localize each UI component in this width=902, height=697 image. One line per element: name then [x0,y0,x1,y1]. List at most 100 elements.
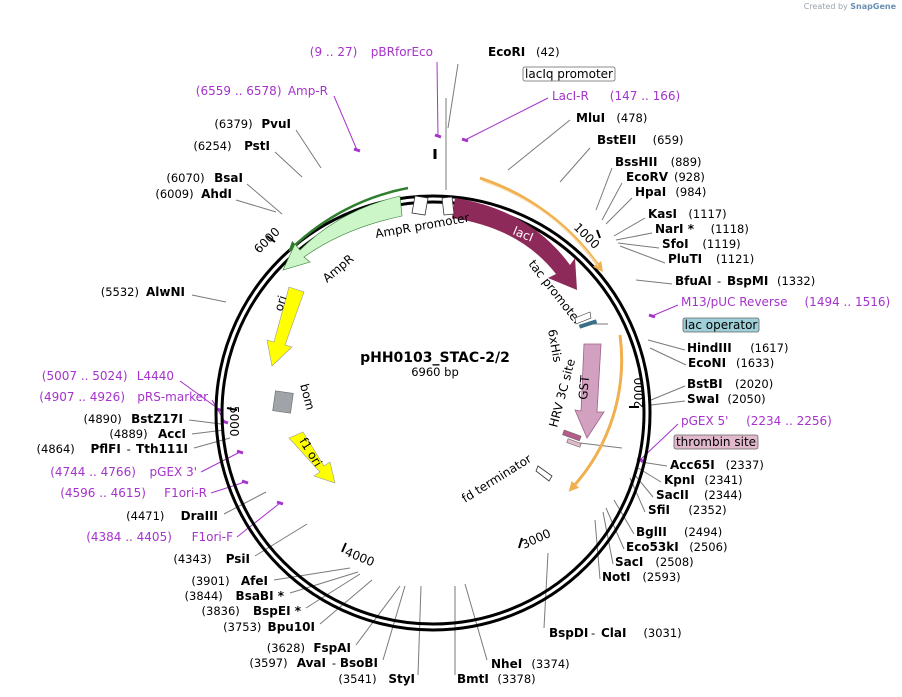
enzyme-site-label: BglII [636,525,667,539]
enzyme-site-label: EcoRV [626,170,669,184]
enzyme-site-position: (3378) [497,672,535,686]
primer-range: (4596 .. 4615) [60,486,146,500]
primer-range: (5007 .. 5024) [42,369,128,383]
enzyme-site-label: SacI [615,555,643,569]
enzyme-site-label: KpnI [664,473,695,487]
enzyme-site-position: (928) [674,170,705,184]
enzyme-site-position: (3597) [249,656,287,670]
enzyme-site-position: (2352) [688,503,726,517]
tick-label-6000: 6000 [251,225,282,256]
enzyme-site-label: AlwNI [146,285,185,299]
tick-label-3000: 3000 [519,526,553,552]
gst-label: GST [576,374,592,400]
feature-box-label: lac operator [685,318,758,332]
f1-ori-label: f1 ori [296,435,324,469]
enzyme-site-label: AvaI [297,656,326,670]
enzyme-site-label: Acc65I [670,458,715,472]
enzyme-site-label: NheI [491,657,522,671]
enzyme-site-position: (42) [536,45,560,59]
enzyme-site-position: (478) [616,111,647,125]
enzyme-site-position: (2494) [684,525,722,539]
plasmid-name: pHH0103_STAC-2/2 [360,350,510,366]
thrombin-feature [566,438,582,448]
enzyme-site-position: (4864) [37,442,75,456]
primer-label: pRS-marker [137,390,208,404]
tac-promoter-feature [574,311,592,325]
primer-label: L4440 [137,369,174,383]
enzyme-site-label: Bpu10I [268,620,315,634]
lacIq-promoter-feature [441,196,455,216]
feature-box [673,434,759,450]
primer-label: Amp-R [288,84,328,98]
enzyme-site-position: (6254) [193,139,231,153]
primer-label: pGEX 5' [681,414,728,428]
enzyme-site-position: (1633) [736,356,774,370]
enzyme-site-position: (2050) [727,392,765,406]
tick-label-5000: 5000 [227,406,241,437]
credit-prefix: Created by [803,2,848,11]
enzyme-site-position: (2020) [735,377,773,391]
primer-label: M13/pUC Reverse [681,295,788,309]
enzyme-site-label: SwaI [687,392,719,406]
backbone-outer-strand [214,194,652,632]
enzyme-site-position: (3628) [267,641,305,655]
tick-marks [226,229,639,553]
enzyme-site-position: (3844) [185,589,223,603]
enzyme-site-position: (4890) [84,412,122,426]
label-connectors [179,61,687,676]
hrv-3c-site-label: HRV 3C site [546,357,578,428]
enzyme-site-label: BstZ17I [131,412,183,426]
enzyme-site-label: HpaI [635,185,666,199]
enzyme-site-position: (3901) [191,574,229,588]
enzyme-site-label: AhdI [201,187,232,201]
enzyme-site-label: BmtI [457,672,489,686]
primer-range: (147 .. 166) [610,89,680,103]
enzyme-site-label-2: ClaI [601,626,626,640]
bom-label: bom [297,382,317,411]
primer-label: F1ori-R [164,486,207,500]
enzyme-site-label: FspAI [313,641,351,655]
enzyme-dash: - [127,442,131,456]
snapgene-brand: SnapGene [850,2,896,11]
enzyme-site-position: (889) [671,155,702,169]
enzyme-site-position: (2506) [689,540,727,554]
feature-box-label: lacIq promoter [525,67,613,81]
orf-gst-arc [568,334,624,492]
enzyme-site-position: (659) [653,133,684,147]
enzyme-site-position: (2337) [726,458,764,472]
orf-laci-arc-inner [481,180,599,267]
enzyme-site-label: AccI [158,427,186,441]
enzyme-site-label: HindIII [687,341,732,355]
enzyme-site-position: (2341) [704,473,742,487]
primer-range: (1494 .. 1516) [805,295,891,309]
primer-label: LacI-R [552,89,589,103]
enzyme-site-position: (3836) [202,604,240,618]
enzyme-site-position: (984) [675,185,706,199]
enzyme-site-position: (4889) [109,427,147,441]
orf-laci-arc [479,176,603,273]
bom-feature [272,390,294,414]
ampr-feature [282,195,403,271]
enzyme-site-label: BstBI [687,377,723,391]
enzyme-site-label: SacII [656,488,689,502]
enzyme-site-position: (5532) [101,285,139,299]
enzyme-site-label: NotI [602,570,631,584]
enzyme-site-label-2: BspMI [727,274,768,288]
enzyme-site-label: BspDI [549,626,588,640]
enzyme-site-position: (1332) [777,274,815,288]
backbone-inner-strand [220,200,646,626]
gst-feature [574,343,605,439]
enzyme-site-label: BfuAI [675,274,712,288]
primer-label: F1ori-F [192,530,233,544]
enzyme-site-label: PvuI [261,117,291,131]
enzyme-site-label-2: BsoBI [340,656,378,670]
laci-feature [452,198,577,290]
enzyme-site-label: MluI [576,111,605,125]
site-labels: EcoRI(42)MluI(478)BstEII(659)BssHII(889)… [37,45,891,686]
enzyme-site-label: EcoNI [688,356,726,370]
enzyme-site-position: (4343) [173,552,211,566]
enzyme-site-label: SfoI [662,237,689,251]
enzyme-site-label: EcoRI [488,45,525,59]
enzyme-site-label: BsaBI * [236,589,285,603]
enzyme-site-label: PstI [244,139,270,153]
